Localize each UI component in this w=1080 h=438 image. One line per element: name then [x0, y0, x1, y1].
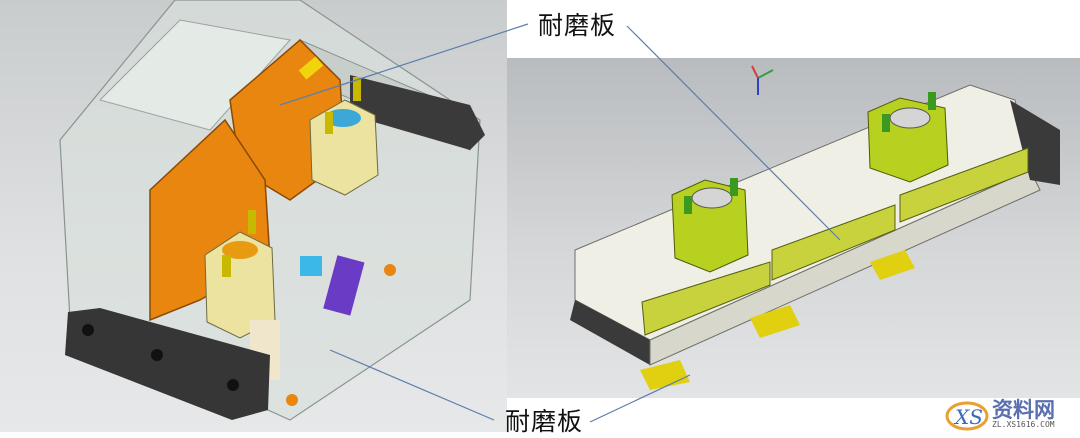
leader-line [279, 23, 529, 106]
watermark-name: 资料网 [992, 398, 1055, 422]
leader-line [329, 349, 495, 421]
base-end-dark [570, 300, 650, 365]
right-model [570, 65, 1060, 390]
purple-block [323, 255, 365, 316]
pin [353, 77, 361, 101]
axis-x-icon [751, 65, 759, 79]
leader-line [626, 25, 841, 241]
cyan-block [300, 256, 322, 276]
leader-lines [279, 23, 841, 423]
pin [248, 210, 256, 234]
leader-line [589, 374, 691, 423]
watermark-logo-icon: XS [945, 401, 989, 431]
foot [870, 250, 915, 280]
wear-plate-label-top: 耐磨板 [538, 11, 617, 40]
pin [325, 112, 333, 134]
guide-hole-upper [325, 109, 361, 127]
bottom-clamp-bar [65, 308, 270, 420]
foot [750, 305, 800, 338]
yellow-key [298, 56, 324, 80]
top-clamp-bar [350, 75, 485, 150]
left-model [59, 0, 485, 421]
right-end-clamp [1010, 100, 1060, 185]
wear-plate-label-bottom: 耐磨板 [505, 407, 584, 436]
svg-text:XS: XS [953, 405, 983, 429]
wear-plate-3 [899, 147, 1029, 223]
pin [222, 255, 231, 277]
foot [640, 360, 690, 390]
base-front [649, 169, 1041, 366]
axis-y-icon [757, 69, 774, 79]
guide-hole-lower [222, 241, 258, 259]
body-top-face [99, 19, 291, 131]
wear-plate-1 [641, 261, 771, 336]
watermark-url: ZL.XS1616.COM [992, 420, 1055, 429]
wear-plate-2 [771, 204, 896, 281]
